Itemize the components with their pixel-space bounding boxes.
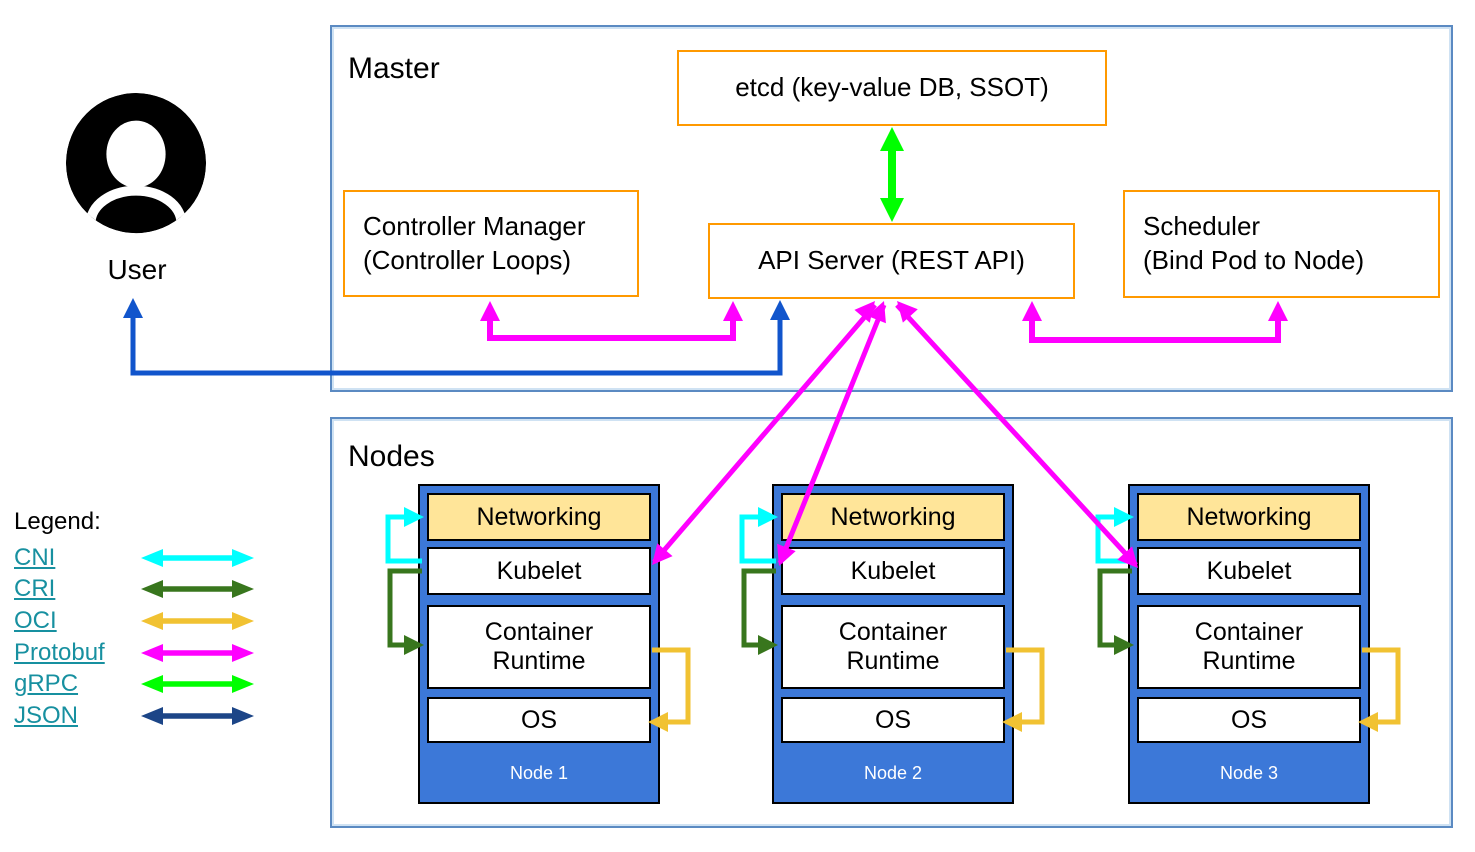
node-2-name: Node 2 bbox=[863, 763, 923, 783]
legend-row-cni: CNI bbox=[14, 542, 255, 574]
scheduler-box: Scheduler (Bind Pod to Node) bbox=[1123, 190, 1440, 298]
controller-manager-label: Controller Manager (Controller Loops) bbox=[363, 210, 586, 275]
node-2-container-runtime-box: Container Runtime bbox=[781, 605, 1005, 689]
os-label: OS bbox=[1230, 705, 1268, 734]
api-server-box: API Server (REST API) bbox=[708, 223, 1075, 299]
node-3: Networking Kubelet Container Runtime OS … bbox=[1128, 484, 1370, 804]
nodes-title: Nodes bbox=[348, 440, 435, 473]
node-3-os-box: OS bbox=[1137, 697, 1361, 743]
node-2-kubelet-box: Kubelet bbox=[781, 547, 1005, 595]
node-3-container-runtime-box: Container Runtime bbox=[1137, 605, 1361, 689]
node-1-name: Node 1 bbox=[509, 763, 569, 783]
kubelet-label: Kubelet bbox=[496, 556, 582, 585]
kubelet-label: Kubelet bbox=[1206, 556, 1292, 585]
legend: Legend: CNI CRI OCI bbox=[14, 508, 255, 732]
container-runtime-label: Container Runtime bbox=[1194, 618, 1304, 675]
node-1: Networking Kubelet Container Runtime OS … bbox=[418, 484, 660, 804]
etcd-label: etcd (key-value DB, SSOT) bbox=[735, 72, 1049, 103]
user-icon bbox=[65, 92, 207, 234]
networking-label: Networking bbox=[830, 502, 956, 531]
legend-title: Legend: bbox=[14, 508, 101, 535]
protobuf-legend-arrow-icon bbox=[141, 643, 254, 662]
legend-row-cri: CRI bbox=[14, 574, 255, 606]
node-3-name: Node 3 bbox=[1219, 763, 1279, 783]
etcd-box: etcd (key-value DB, SSOT) bbox=[677, 50, 1107, 126]
controller-manager-box: Controller Manager (Controller Loops) bbox=[343, 190, 639, 297]
node-2-networking-box: Networking bbox=[781, 493, 1005, 541]
legend-link-cri[interactable]: CRI bbox=[14, 575, 56, 603]
node-2: Networking Kubelet Container Runtime OS … bbox=[772, 484, 1014, 804]
node-1-networking-box: Networking bbox=[427, 493, 651, 541]
legend-row-grpc: gRPC bbox=[14, 668, 255, 700]
legend-link-oci[interactable]: OCI bbox=[14, 606, 57, 634]
master-group-box bbox=[330, 25, 1453, 392]
node-3-kubelet-box: Kubelet bbox=[1137, 547, 1361, 595]
cri-legend-arrow-icon bbox=[141, 580, 254, 599]
container-runtime-label: Container Runtime bbox=[838, 618, 948, 675]
node-1-kubelet-box: Kubelet bbox=[427, 547, 651, 595]
legend-row-protobuf: Protobuf bbox=[14, 637, 255, 669]
json-legend-arrow-icon bbox=[141, 706, 254, 725]
node-1-os-box: OS bbox=[427, 697, 651, 743]
master-title: Master bbox=[348, 52, 440, 85]
node-1-container-runtime-box: Container Runtime bbox=[427, 605, 651, 689]
node-3-networking-box: Networking bbox=[1137, 493, 1361, 541]
node-2-os-box: OS bbox=[781, 697, 1005, 743]
scheduler-label: Scheduler (Bind Pod to Node) bbox=[1143, 211, 1365, 275]
os-label: OS bbox=[520, 705, 558, 734]
oci-legend-arrow-icon bbox=[141, 611, 254, 630]
legend-row-json: JSON bbox=[14, 700, 255, 732]
networking-label: Networking bbox=[476, 502, 602, 531]
legend-row-oci: OCI bbox=[14, 605, 255, 637]
legend-link-grpc[interactable]: gRPC bbox=[14, 670, 79, 698]
kubelet-label: Kubelet bbox=[850, 556, 936, 585]
legend-link-json[interactable]: JSON bbox=[14, 701, 79, 729]
nodes-group-box bbox=[330, 417, 1453, 828]
user-label: User bbox=[107, 254, 167, 285]
api-server-label: API Server (REST API) bbox=[758, 245, 1025, 276]
container-runtime-label: Container Runtime bbox=[484, 618, 594, 675]
networking-label: Networking bbox=[1186, 502, 1312, 531]
grpc-legend-arrow-icon bbox=[141, 675, 254, 694]
cni-legend-arrow-icon bbox=[141, 548, 254, 567]
legend-link-protobuf[interactable]: Protobuf bbox=[14, 638, 105, 666]
legend-link-cni[interactable]: CNI bbox=[14, 543, 56, 571]
os-label: OS bbox=[874, 705, 912, 734]
